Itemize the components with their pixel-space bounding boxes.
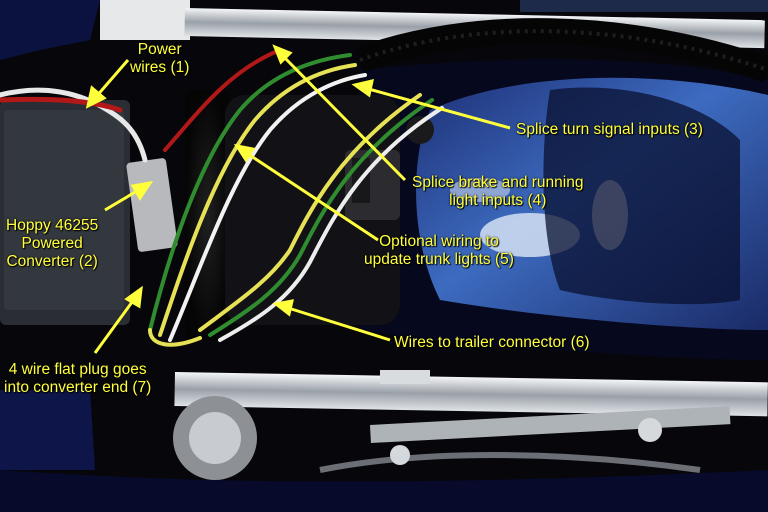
label-line: Hoppy 46255 <box>6 217 99 234</box>
label-optional-wiring: Optional wiring to update trunk lights (… <box>364 233 514 269</box>
label-line: into converter end (7) <box>4 379 152 396</box>
bolt-head <box>406 116 434 144</box>
green-wire-1 <box>148 53 352 332</box>
white-wire-1 <box>168 73 367 342</box>
rider-reflection <box>543 87 740 305</box>
label-hoppy-converter: Hoppy 46255 Powered Converter (2) <box>6 217 98 271</box>
wire-loop <box>148 328 202 347</box>
arrow-flat-plug-head <box>124 285 143 309</box>
arrow-power-wires-head <box>85 85 107 109</box>
bottom-paint <box>0 470 768 512</box>
bottom-left-paint <box>0 390 95 470</box>
label-line: Power <box>137 41 182 58</box>
arrow-turn-signal <box>364 86 511 130</box>
chrome-bracket <box>380 370 430 384</box>
label-line: 4 wire flat plug goes <box>8 361 147 378</box>
battery-box-face <box>4 110 124 310</box>
arrow-converter-head <box>130 180 154 201</box>
arrow-flat-plug <box>93 297 137 354</box>
white-wire-2 <box>218 106 444 342</box>
wire-harness <box>0 48 444 347</box>
white-power-wire <box>0 87 148 163</box>
label-splice-brake-running: Splice brake and running light inputs (4… <box>412 174 583 210</box>
top-left-paint <box>0 0 100 60</box>
top-right-panel <box>520 0 768 12</box>
chrome-bolt-face <box>189 412 241 464</box>
label-line: Optional wiring to <box>379 233 499 250</box>
label-line: Wires to trailer connector (6) <box>394 334 590 351</box>
label-splice-turn-signal: Splice turn signal inputs (3) <box>516 121 703 139</box>
green-wire-2 <box>208 98 434 337</box>
label-line: Splice brake and running <box>412 174 584 191</box>
lower-chrome-rail <box>174 372 768 417</box>
label-line: Splice turn signal inputs (3) <box>516 121 703 138</box>
yellow-wire-1 <box>158 63 357 337</box>
arrow-brake-running <box>280 53 407 182</box>
label-flat-plug: 4 wire flat plug goes into converter end… <box>4 361 151 397</box>
hoppy-converter-unit <box>126 158 178 252</box>
label-line: wires (1) <box>130 59 190 76</box>
bottom-highlight <box>319 452 701 473</box>
lower-strut <box>370 406 731 443</box>
arrow-trailer-connector <box>284 305 391 342</box>
arrow-turn-signal-head <box>351 78 374 98</box>
label-line: update trunk lights (5) <box>364 251 514 268</box>
strut-bolt-2 <box>638 418 662 442</box>
annotation-arrows <box>85 44 511 354</box>
label-line: Converter (2) <box>6 253 98 270</box>
label-line: Powered <box>21 235 83 252</box>
conduit-ribs <box>359 29 768 72</box>
label-power-wires: Power wires (1) <box>130 41 189 77</box>
label-line: light inputs (4) <box>449 192 547 209</box>
red-wire-upper <box>163 48 282 152</box>
arrow-optional-wiring-head <box>233 143 256 163</box>
red-power-wire <box>0 96 123 113</box>
label-wires-trailer-connector: Wires to trailer connector (6) <box>394 334 590 352</box>
arrow-trailer-connector-head <box>272 299 294 317</box>
arrow-brake-running-head <box>272 44 293 65</box>
cloud-reflection-3 <box>450 178 510 202</box>
arrow-power-wires <box>93 59 130 99</box>
yellow-wire-2 <box>198 93 422 332</box>
top-chrome-panel <box>100 0 190 40</box>
arrow-optional-wiring <box>244 150 379 242</box>
